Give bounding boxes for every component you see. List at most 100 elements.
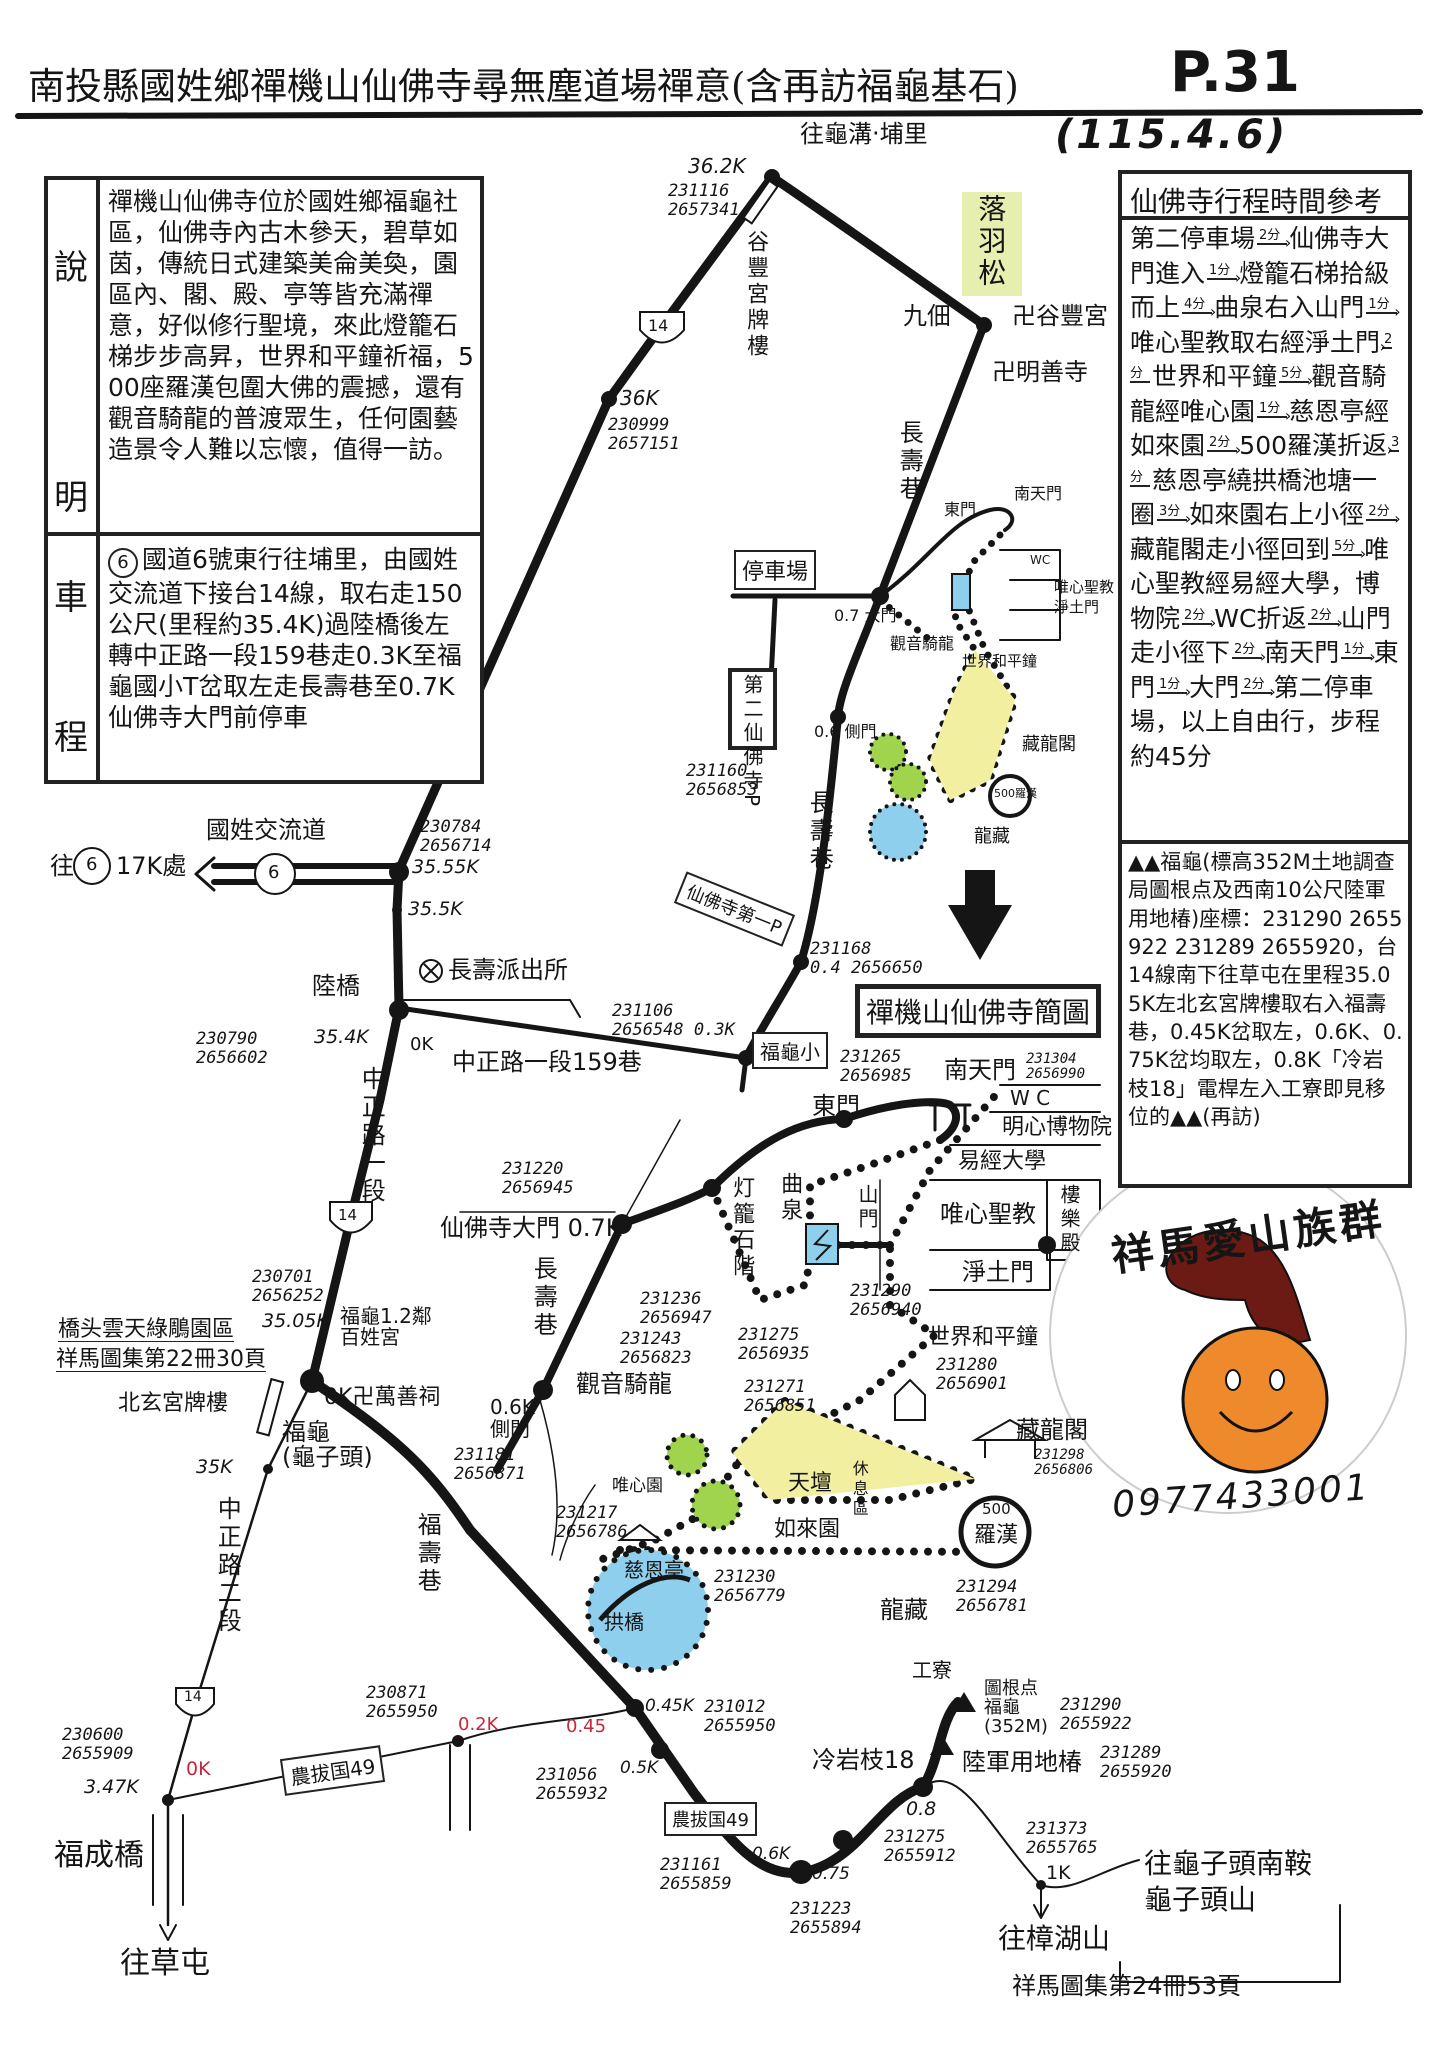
date: (115.4.6) xyxy=(1055,112,1289,158)
label-lane-159: 中正路一段159巷 xyxy=(452,1048,642,1076)
km-0k: 0K xyxy=(410,1034,434,1055)
coord-0-6k: 231161 2655859 xyxy=(660,1855,732,1894)
overpass-bracket xyxy=(394,999,581,1018)
mini-bell: 世界和平鐘 xyxy=(962,652,1038,670)
label-wanshan-shrine: 0K卍萬善祠 xyxy=(324,1385,441,1410)
itinerary-step: 慈恩亭經如來園 xyxy=(1130,396,1390,461)
coord-canglong: 231298 2656806 xyxy=(1034,1447,1094,1479)
pine-highlight xyxy=(962,192,1022,296)
coord-35-55k: 230784 2656714 xyxy=(420,817,492,856)
coord-35-4k: 230790 2656602 xyxy=(196,1029,268,1068)
label-bell: 世界和平鐘 xyxy=(928,1325,1039,1350)
node-0-2k xyxy=(452,1735,464,1747)
step-duration-arrow: 2分 xyxy=(1207,435,1238,452)
coord-231275: 231275 2656935 xyxy=(738,1325,810,1364)
node-jiutian xyxy=(976,317,992,333)
coord-36k: 230999 2657151 xyxy=(608,415,680,454)
step-duration-arrow: 2分 xyxy=(1241,676,1272,694)
label-luoyu-pine: 落羽松 xyxy=(974,194,1008,290)
node-0-6k xyxy=(789,1860,813,1884)
step-duration-arrow: 5分 xyxy=(1332,538,1363,556)
label-to-hw6: 往 xyxy=(50,852,74,880)
km-nongba-0k: 0K xyxy=(186,1758,211,1780)
page-number: P.31 xyxy=(1170,40,1300,105)
km-1k: 1K xyxy=(1046,1862,1071,1884)
fucheng-bridge xyxy=(152,1814,184,1906)
label-zhongzheng-1: 中正路一段 xyxy=(357,1066,386,1206)
hw14-label-south: 14 xyxy=(184,1689,202,1705)
node-3-47k xyxy=(162,1794,174,1806)
step-duration-arrow: 2分 xyxy=(1257,228,1288,245)
node-1k xyxy=(1036,1880,1046,1890)
step-duration-arrow: 3分 xyxy=(1130,435,1400,487)
label-parking-2: 第二仙佛寺P xyxy=(728,668,777,810)
upper-buildings xyxy=(999,549,1061,641)
hw14-shield-mid xyxy=(329,1201,373,1234)
label-500: 500 xyxy=(982,1500,1011,1518)
arrow-to-caotun xyxy=(159,1924,177,1941)
gate-leader-lines xyxy=(459,1119,681,1225)
step-duration-arrow: 4分 xyxy=(1182,297,1213,314)
step-duration-arrow: 2分 xyxy=(1308,607,1339,625)
label-baixing-temple: 福龜1.2鄰 百姓宮 xyxy=(340,1304,432,1349)
node-main-gate xyxy=(871,587,889,605)
hw14-shield-north xyxy=(639,311,685,344)
beixuan-gate-icon xyxy=(255,1377,285,1437)
coord-benchmark: 231290 2655922 xyxy=(1060,1695,1132,1734)
node-35k xyxy=(263,1464,273,1474)
label-fushou-lane: 福壽巷 xyxy=(413,1512,442,1596)
label-nongba-49-b: 農拔国49 xyxy=(664,1802,757,1836)
coord-arhat: 231294 2656781 xyxy=(956,1577,1028,1616)
node-0-4 xyxy=(793,954,809,970)
km-0-6k: 0.6K xyxy=(752,1844,791,1864)
label-gufeng-gate: 谷豐宮牌樓 xyxy=(743,230,769,360)
coord-east-gate: 231265 2656985 xyxy=(840,1047,912,1086)
mini-south-gate: 南天門 xyxy=(1014,484,1063,503)
hw6-flower-icon-left xyxy=(73,847,111,885)
nongba-bridge xyxy=(449,1744,471,1831)
upper-pond xyxy=(868,802,928,862)
mini-longzang: 龍藏 xyxy=(974,826,1010,847)
label-cien-pavilion: 慈恩亭 xyxy=(624,1558,684,1582)
coord-36-2k: 231116 2657341 xyxy=(668,181,740,220)
label-arhat: 羅漢 xyxy=(974,1523,1019,1548)
coord-231271: 231271 2656851 xyxy=(744,1377,816,1416)
node-lantern xyxy=(703,1179,721,1197)
itinerary-step: WC折返 xyxy=(1214,603,1307,633)
coord-guanyin: 231243 2656823 xyxy=(620,1329,692,1368)
mini-weixin: 唯心聖教 xyxy=(1054,578,1115,596)
km-0-5k: 0.5K xyxy=(620,1758,659,1778)
coord-cien: 231230 2656779 xyxy=(714,1567,786,1606)
node-35-5k xyxy=(392,905,402,915)
hw6-badge: 6 xyxy=(108,548,138,578)
step-duration-arrow: 1分 xyxy=(1366,297,1397,314)
label-to-zhanghu: 往樟湖山 xyxy=(998,1922,1111,1955)
coord-south-gate: 231304 2656990 xyxy=(1026,1051,1086,1083)
mini-east-gate: 東門 xyxy=(944,500,977,519)
label-south-gate: 南天門 xyxy=(944,1056,1016,1084)
node-weixin xyxy=(1038,1236,1056,1254)
km-0-8: 0.8 xyxy=(906,1798,937,1820)
road-changshou xyxy=(742,321,988,1062)
label-explain-1: 說 xyxy=(54,248,88,288)
label-yijing-university: 易經大學 xyxy=(958,1149,1047,1174)
mini-main-gate: 0.7 大門 xyxy=(834,606,897,625)
itinerary-step: 500羅漢折返 xyxy=(1239,431,1388,460)
itinerary-step: 山門走小徑下 xyxy=(1130,603,1391,668)
side-gate-path xyxy=(539,1399,596,1561)
itinerary-step: 唯心聖教經易經大學，博物院 xyxy=(1130,534,1390,633)
label-changshou-lane-2: 長壽巷 xyxy=(805,790,834,874)
label-fucheng-bridge: 福成橋 xyxy=(54,1838,144,1873)
km-3-47k: 3.47K xyxy=(84,1776,139,1798)
itinerary-step: 第二停車場 xyxy=(1130,224,1256,253)
node-side-gate xyxy=(830,709,846,725)
down-arrow-icon xyxy=(948,870,1012,960)
label-to-saddle: 往龜子頭南鞍 龜子頭山 xyxy=(1144,1847,1313,1917)
km-35-55k: 35.55K xyxy=(412,856,479,878)
label-weixin-garden: 唯心園 xyxy=(612,1476,663,1496)
arrow-hw6 xyxy=(194,856,216,892)
label-side-gate: 0.6K 側門 xyxy=(490,1395,535,1441)
ref24-bracket xyxy=(1119,1904,1341,1983)
label-canglong: 藏龍閣 xyxy=(1016,1416,1088,1444)
